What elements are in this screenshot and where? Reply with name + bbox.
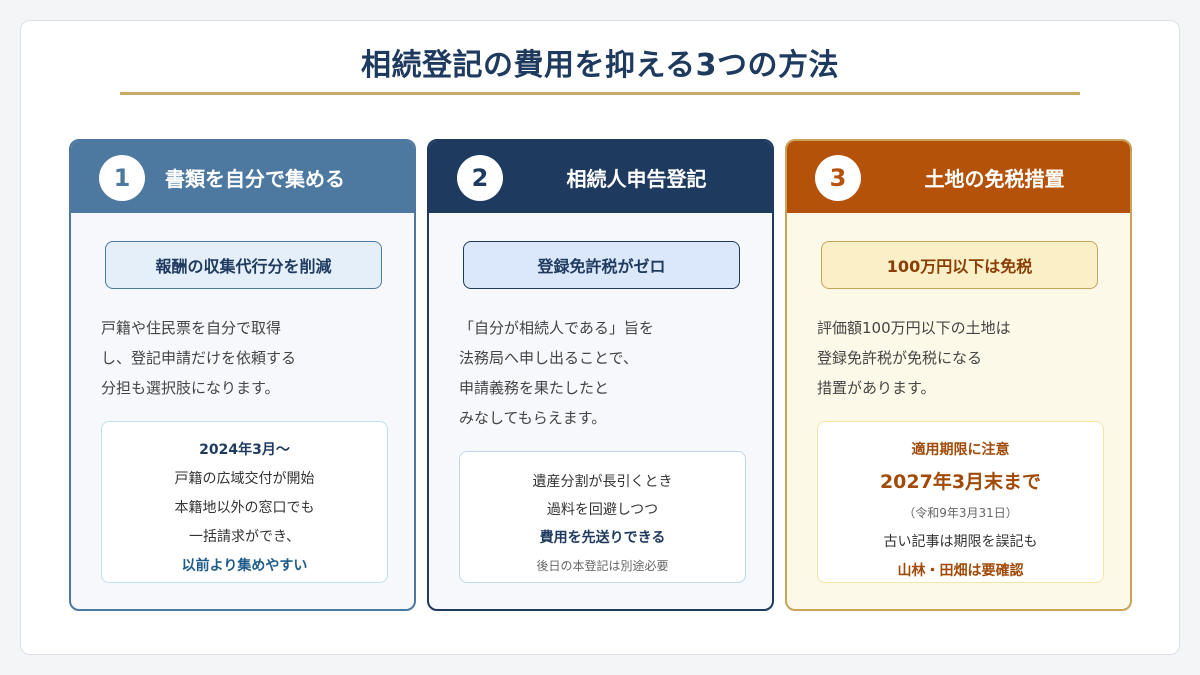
description-line: 措置があります。: [817, 379, 936, 397]
note-emphasis: 以前より集めやすい: [181, 558, 308, 574]
highlight-badge: 100万円以下は免税: [821, 241, 1098, 289]
note-deadline: 2027年3月末まで: [879, 471, 1042, 493]
description-line: 評価額100万円以下の土地は: [817, 319, 1011, 337]
step-number-badge: 2: [457, 155, 503, 201]
description-line: 分担も選択肢になります。: [101, 379, 280, 397]
card-header: 2 相続人申告登記: [429, 141, 772, 213]
page-title: 相続登記の費用を抑える3つの方法: [361, 48, 839, 83]
info-note-box: 遺産分割が長引くとき 過料を回避しつつ 費用を先送りできる 後日の本登記は別途必…: [459, 451, 746, 583]
highlight-badge: 報酬の収集代行分を削減: [105, 241, 382, 289]
note-line: 戸籍の広域交付が開始: [174, 471, 315, 487]
note-footnote: 後日の本登記は別途必要: [536, 559, 669, 573]
method-card-1: 1 書類を自分で集める 報酬の収集代行分を削減 戸籍や住民票を自分で取得 し、登…: [69, 139, 416, 611]
card-description: 評価額100万円以下の土地は 登録免許税が免税になる 措置があります。: [817, 313, 1107, 403]
step-number-badge: 3: [815, 155, 861, 201]
method-card-3: 3 土地の免税措置 100万円以下は免税 評価額100万円以下の土地は 登録免許…: [785, 139, 1132, 611]
description-line: みなしてもらえます。: [459, 409, 607, 427]
note-line: 古い記事は期限を誤記も: [883, 534, 1038, 550]
note-line: 遺産分割が長引くとき: [532, 474, 673, 490]
card-header: 3 土地の免税措置: [787, 141, 1130, 213]
note-emphasis: 山林・田畑は要確認: [897, 563, 1024, 579]
step-number-badge: 1: [99, 155, 145, 201]
note-date: 2024年3月〜: [199, 442, 290, 458]
note-line: 一括請求ができ、: [188, 529, 301, 545]
note-line: 本籍地以外の窓口でも: [174, 500, 315, 516]
description-line: 申請義務を果たしたと: [459, 379, 610, 397]
card-description: 「自分が相続人である」旨を 法務局へ申し出ることで、 申請義務を果たしたと みな…: [459, 313, 749, 433]
card-header: 1 書類を自分で集める: [71, 141, 414, 213]
description-line: し、登記申請だけを依頼する: [101, 349, 297, 367]
info-note-box: 2024年3月〜 戸籍の広域交付が開始 本籍地以外の窓口でも 一括請求ができ、 …: [101, 421, 388, 583]
description-line: 法務局へ申し出ることで、: [459, 349, 638, 367]
note-line: 過料を回避しつつ: [546, 502, 659, 518]
card-heading: 書類を自分で集める: [165, 166, 345, 191]
description-line: 登録免許税が免税になる: [817, 349, 983, 367]
highlight-badge: 登録免許税がゼロ: [463, 241, 740, 289]
title-underline: [120, 92, 1080, 95]
info-note-box: 適用期限に注意 2027年3月末まで （令和9年3月31日） 古い記事は期限を誤…: [817, 421, 1104, 583]
card-heading: 相続人申告登記: [566, 166, 707, 191]
note-era-date: （令和9年3月31日）: [903, 506, 1018, 520]
card-heading: 土地の免税措置: [924, 166, 1065, 191]
description-line: 戸籍や住民票を自分で取得: [101, 319, 282, 337]
method-card-2: 2 相続人申告登記 登録免許税がゼロ 「自分が相続人である」旨を 法務局へ申し出…: [427, 139, 774, 611]
description-line: 「自分が相続人である」旨を: [459, 319, 654, 337]
note-label: 適用期限に注意: [911, 442, 1010, 458]
card-description: 戸籍や住民票を自分で取得 し、登記申請だけを依頼する 分担も選択肢になります。: [101, 313, 391, 403]
note-emphasis: 費用を先送りできる: [539, 530, 666, 546]
